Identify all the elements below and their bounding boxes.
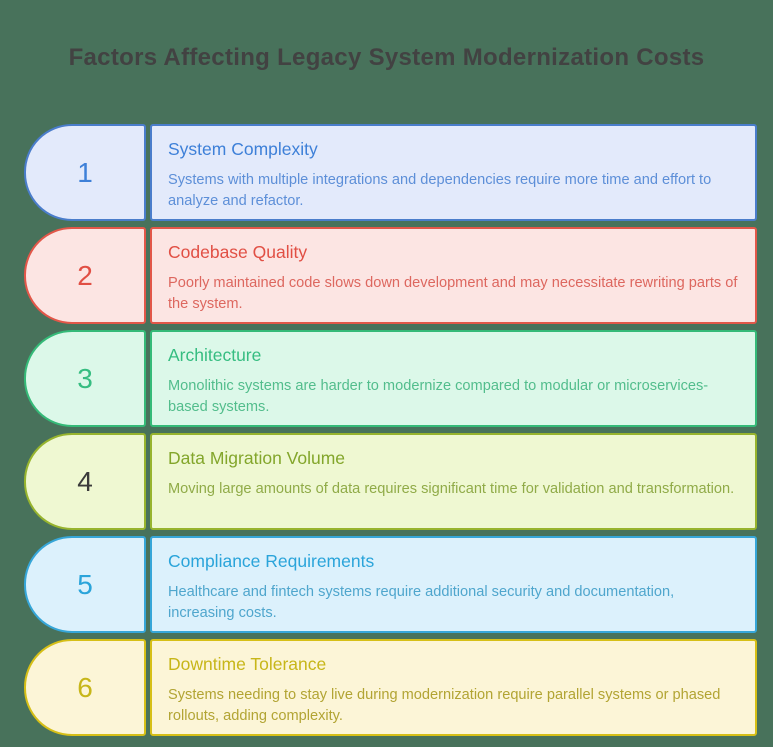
factor-list: 1 System Complexity Systems with multipl… [24,124,757,736]
factor-number: 6 [77,671,93,703]
factor-card: Data Migration Volume Moving large amoun… [150,433,757,530]
page-title: Factors Affecting Legacy System Moderniz… [68,44,705,71]
factor-number-badge: 4 [24,433,146,530]
factor-row-4: 4 Data Migration Volume Moving large amo… [24,433,757,530]
factor-row-6: 6 Downtime Tolerance Systems needing to … [24,639,757,736]
factor-description: Poorly maintained code slows down develo… [168,274,738,313]
factor-number: 3 [77,362,93,394]
factor-row-3: 3 Architecture Monolithic systems are ha… [24,330,757,427]
factor-number-badge: 6 [24,639,146,736]
factor-title: System Complexity [168,139,318,159]
factor-description: Systems with multiple integrations and d… [168,171,712,210]
factor-title: Compliance Requirements [168,551,375,571]
factor-number: 2 [77,259,93,291]
factor-row-1: 1 System Complexity Systems with multipl… [24,124,757,221]
factor-row-5: 5 Compliance Requirements Healthcare and… [24,536,757,633]
factor-number-badge: 2 [24,227,146,324]
factor-title: Architecture [168,345,262,365]
factor-card: System Complexity Systems with multiple … [150,124,757,221]
factor-card: Architecture Monolithic systems are hard… [150,330,757,427]
factor-number: 1 [77,156,93,188]
factor-card: Downtime Tolerance Systems needing to st… [150,639,757,736]
factor-number-badge: 5 [24,536,146,633]
factor-card: Codebase Quality Poorly maintained code … [150,227,757,324]
factor-description: Moving large amounts of data requires si… [168,480,735,497]
factor-description: Healthcare and fintech systems require a… [168,583,675,622]
factor-row-2: 2 Codebase Quality Poorly maintained cod… [24,227,757,324]
factor-number: 5 [77,568,93,600]
factor-title: Downtime Tolerance [168,654,327,674]
factor-description: Monolithic systems are harder to moderni… [168,377,709,416]
factor-number-badge: 3 [24,330,146,427]
factor-number: 4 [77,465,93,497]
factor-description: Systems needing to stay live during mode… [168,686,721,725]
factor-card: Compliance Requirements Healthcare and f… [150,536,757,633]
factor-title: Data Migration Volume [168,448,346,468]
factor-number-badge: 1 [24,124,146,221]
factor-title: Codebase Quality [168,242,308,262]
